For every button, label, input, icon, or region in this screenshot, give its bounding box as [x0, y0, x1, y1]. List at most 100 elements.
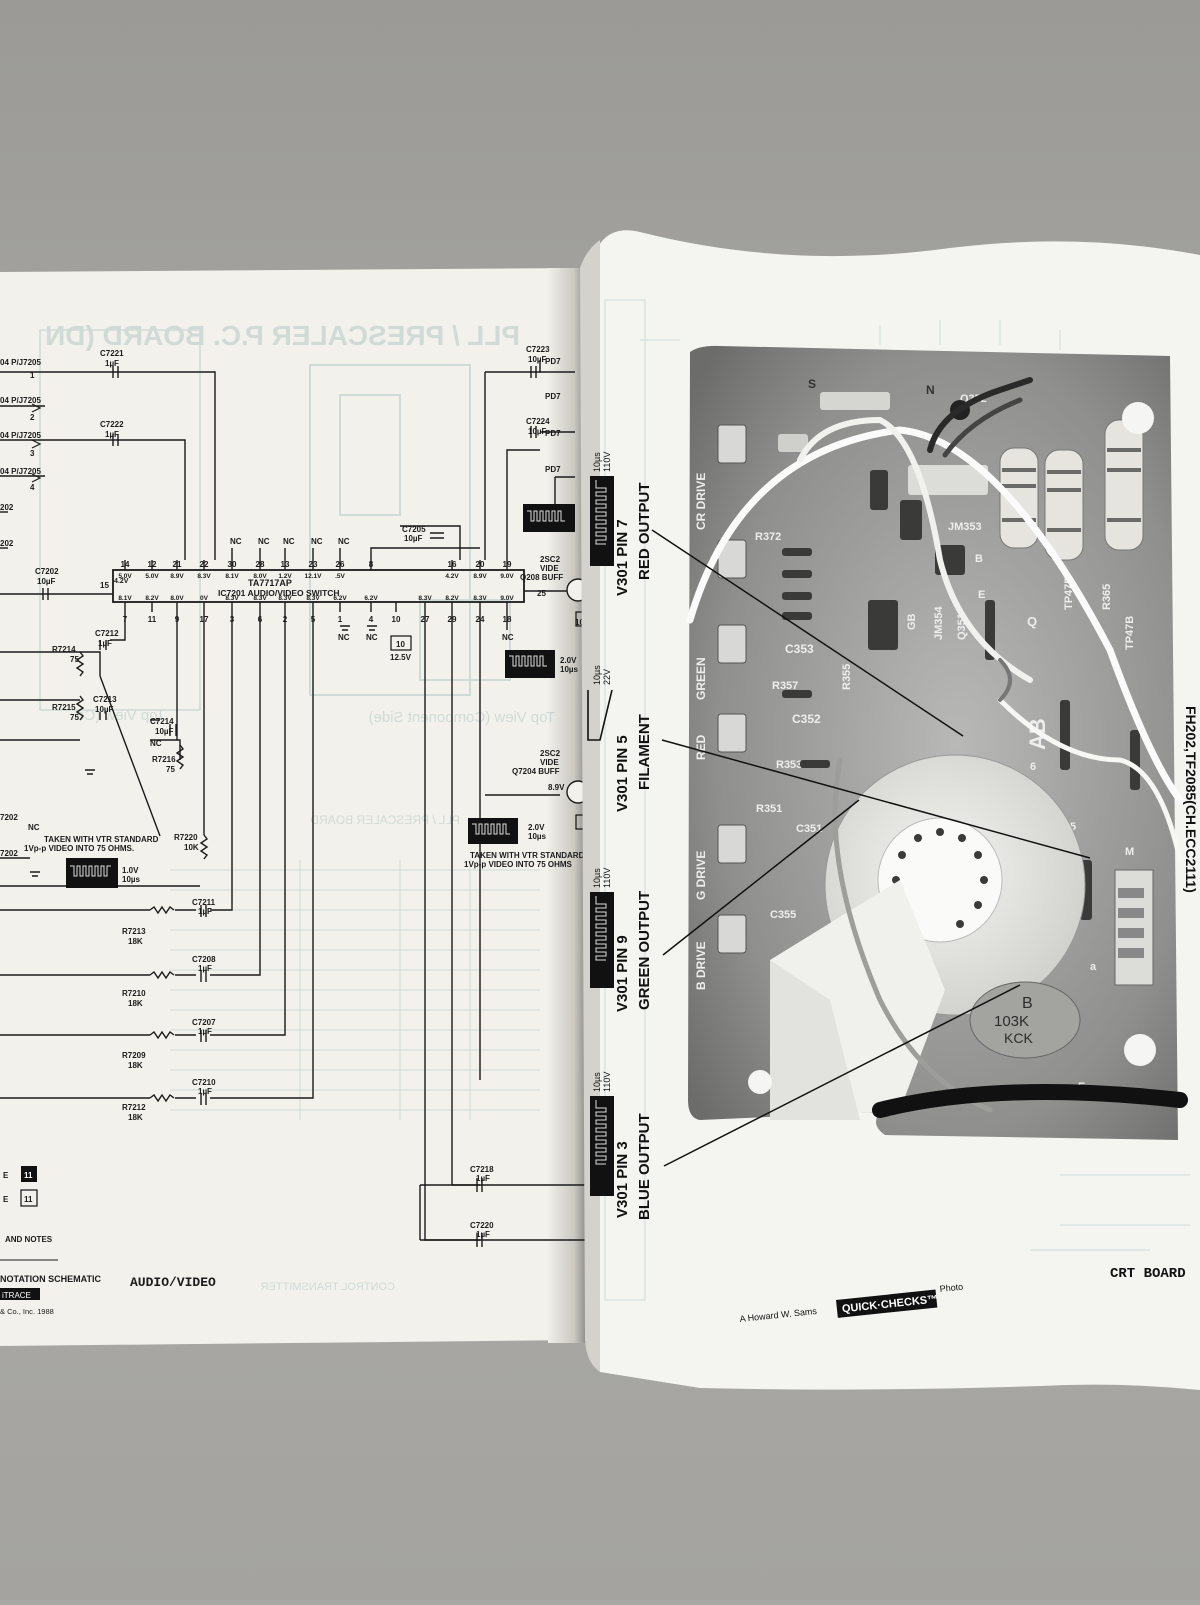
silk-green: GREEN	[694, 657, 708, 700]
c7213-label: C7213	[93, 695, 117, 704]
footer-copy: & Co., Inc. 1988	[0, 1307, 54, 1316]
r7212-label: R7212	[122, 1103, 146, 1112]
scope-thumbnails: 10µs 110V 10µs 22V 10µs 110V 10µs 110V	[587, 452, 614, 1196]
box-right-top: 10	[575, 618, 584, 627]
scope-b-volt: 110V	[602, 1072, 612, 1092]
c7202-value: 10µF	[37, 577, 56, 586]
silk-s: S	[808, 377, 816, 391]
scope-mid-time: 10µs	[592, 665, 602, 685]
silk-m: M	[1125, 846, 1134, 858]
nc-top-1: NC	[230, 537, 242, 546]
ic-top-pin: 28	[256, 560, 265, 569]
c7212-value: 1µF	[98, 639, 112, 648]
transistor1-vid: VIDE	[540, 564, 559, 573]
scope-2v-b: 2.0V	[560, 656, 577, 665]
nc-bottom-3: NC	[502, 633, 514, 642]
silk-c352: C352	[792, 712, 821, 726]
ic-bottom-volt: 6.2V	[364, 595, 378, 602]
ic-top-volt: 5.0V	[145, 573, 159, 580]
ref-202b: 202	[0, 539, 14, 548]
model-tag: FH202,TF2085(CH.ECC2111)	[1183, 706, 1199, 893]
silk-q: Q	[1027, 614, 1037, 629]
notes-label: AND NOTES	[5, 1235, 53, 1244]
cap-b: B	[1022, 995, 1033, 1012]
ic-top-pin: 23	[309, 560, 318, 569]
callout-filament: V301 PIN 5 FILAMENT	[614, 714, 653, 812]
ic-bottom-pin: 3	[230, 615, 235, 624]
ic-bottom-pin: 18	[503, 615, 512, 624]
c7218-label: C7218	[470, 1165, 494, 1174]
silk-n: N	[926, 383, 935, 397]
c7205-value: 10µF	[404, 534, 423, 543]
pin-callouts: V301 PIN 7 RED OUTPUT V301 PIN 5 FILAMEN…	[587, 452, 653, 1220]
c7223-value: 10µF	[528, 355, 547, 364]
ic-bottom-pin: 17	[200, 615, 209, 624]
ic-top-volt: 8.3V	[197, 573, 211, 580]
ghost-board-label: PLL / PRESCALER BOARD	[310, 813, 460, 827]
callout-filament-desc: FILAMENT	[636, 714, 653, 790]
callout-green: V301 PIN 9 GREEN OUTPUT	[614, 891, 653, 1012]
ic-bottom-pin: 9	[175, 615, 180, 624]
scope-10us-b: 10µs	[560, 665, 579, 674]
silk-b-drive: B DRIVE	[694, 941, 708, 990]
r7220-label: R7220	[174, 833, 198, 842]
jack-7202a: 7202	[0, 813, 18, 822]
r7209-value: 18K	[128, 1061, 143, 1070]
ic-bottom-volt: 8.3V	[253, 595, 267, 602]
silk-r351: R351	[756, 803, 782, 815]
ic-bottom-pin: 27	[421, 615, 430, 624]
jack-2: 04 P/J7205	[0, 396, 41, 405]
ic-bottom-volt: 8.3V	[306, 595, 320, 602]
nc-bottom-2: NC	[366, 633, 378, 642]
c7214-value: 10µF	[155, 727, 174, 736]
legend-e2: E	[3, 1195, 9, 1204]
c7207-value: 1µF	[198, 1027, 212, 1036]
c7211-value: 1µF	[198, 907, 212, 916]
silk-c355: C355	[770, 909, 796, 921]
ic-top-pin: 21	[173, 560, 182, 569]
silk-r372: R372	[755, 531, 781, 543]
callout-filament-pin: V301 PIN 5	[614, 735, 631, 812]
r7215-label: R7215	[52, 703, 76, 712]
c7224-label: C7224	[526, 417, 550, 426]
c7210-label: C7210	[192, 1078, 216, 1087]
ic-bottom-pin: 7	[123, 615, 128, 624]
r7216-value: 75	[166, 765, 175, 774]
drive-connectors	[717, 424, 747, 954]
right-ghost	[604, 299, 1190, 1301]
silk-e: E	[978, 589, 985, 601]
right-page: CR DRIVE GREEN RED G DRIVE B DRIVE C353 …	[580, 230, 1200, 1391]
pd-3: PD7	[545, 429, 561, 438]
c7222-label: C7222	[100, 420, 124, 429]
jack-arrows	[31, 403, 42, 483]
c7224-value: 10µF	[528, 427, 547, 436]
c7207-label: C7207	[192, 1018, 216, 1027]
callout-blue-desc: BLUE OUTPUT	[636, 1113, 653, 1220]
jack-4-num: 4	[30, 483, 35, 492]
schematic-labels: C7221 1µF C7222 1µF C7202 10µF C7212 1µF…	[0, 345, 585, 1244]
callout-blue: V301 PIN 3 BLUE OUTPUT	[614, 1113, 653, 1220]
legend-e1: E	[3, 1171, 9, 1180]
r7215-value: 75	[70, 713, 79, 722]
silk-jm354: JM354	[933, 605, 945, 640]
ghost-show-through: PLL / PRESCALER P.C. BOARD (DN Top View …	[39, 320, 555, 1293]
scope-top-time: 10µs	[592, 452, 602, 472]
ic-bottom-pin: 1	[338, 615, 343, 624]
pd-4: PD7	[545, 465, 561, 474]
ic-bottom-pin: 2	[283, 615, 288, 624]
legend-11b: 11	[24, 1195, 33, 1204]
r7210-label: R7210	[122, 989, 146, 998]
c7221-value: 1µF	[105, 359, 119, 368]
ic-bottom-volt: 8.2V	[445, 595, 459, 602]
c7214-label: C7214	[150, 717, 174, 726]
jack-4: 04 P/J7205	[0, 467, 41, 476]
callout-blue-pin: V301 PIN 3	[614, 1141, 631, 1218]
c7218-value: 1µF	[476, 1174, 490, 1183]
r7214-label: R7214	[52, 645, 76, 654]
r7214-value: 75	[70, 655, 79, 664]
wave-note2-2: 1Vp-p VIDEO INTO 75 OHMS	[464, 860, 573, 869]
cap-code: 103K	[994, 1013, 1029, 1030]
c7220-value: 1µF	[476, 1230, 490, 1239]
callout-leaders	[651, 529, 1091, 1167]
